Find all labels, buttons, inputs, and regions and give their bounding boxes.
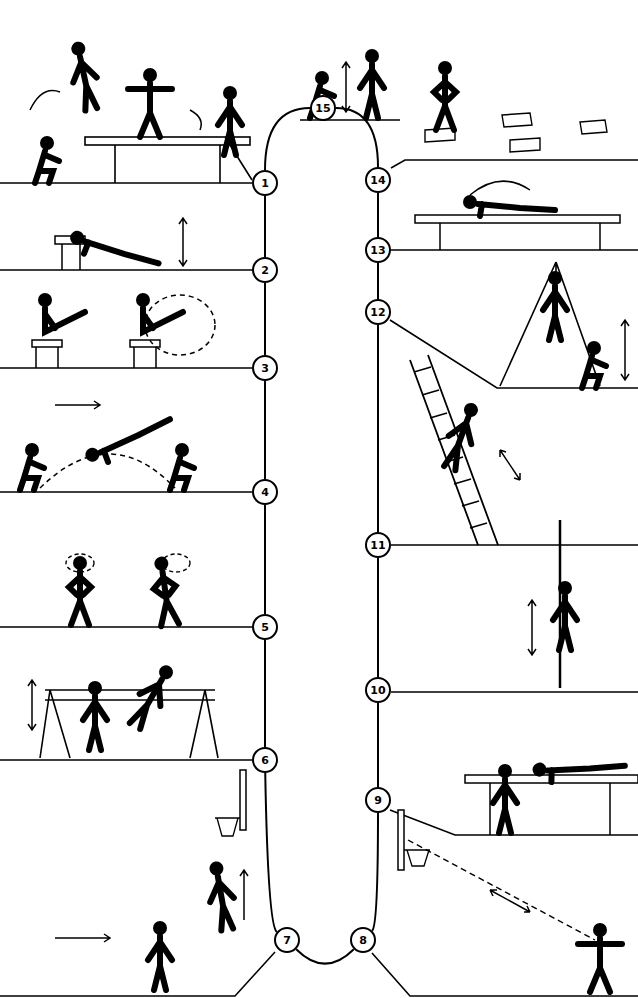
- track-segment: [377, 558, 379, 677]
- station-number: 5: [261, 622, 269, 633]
- station-circle: 1: [252, 170, 278, 196]
- station-circle: 11: [365, 532, 391, 558]
- track-segment: [377, 263, 379, 299]
- station-number: 11: [370, 540, 385, 551]
- station-number: 6: [261, 755, 269, 766]
- station-number: 13: [370, 245, 385, 256]
- track-segment: [264, 381, 266, 479]
- station-circle: 15: [310, 95, 336, 121]
- station-circle: 9: [365, 787, 391, 813]
- station-number: 14: [370, 175, 385, 186]
- station-number: 9: [374, 795, 382, 806]
- station-circle: 13: [365, 237, 391, 263]
- station-number: 12: [370, 307, 385, 318]
- station-number: 1: [261, 178, 269, 189]
- station-circle: 5: [252, 614, 278, 640]
- track-segment: [264, 640, 266, 747]
- station-circle: 7: [274, 927, 300, 953]
- track-segment: [265, 108, 310, 170]
- station-circle: 14: [365, 167, 391, 193]
- station-number: 4: [261, 487, 269, 498]
- track-segment: [264, 505, 266, 614]
- track-segment: [336, 108, 378, 167]
- track-segment: [265, 773, 277, 932]
- station-circle: 8: [350, 927, 376, 953]
- station-circle: 10: [365, 677, 391, 703]
- station-number: 8: [359, 935, 367, 946]
- track-segment: [372, 813, 378, 931]
- station-number: 2: [261, 265, 269, 276]
- station-circle: 3: [252, 355, 278, 381]
- track-segment: [264, 196, 266, 257]
- station-circle: 2: [252, 257, 278, 283]
- track-segment: [377, 703, 379, 787]
- track-segment: [377, 193, 379, 237]
- track-segment: [296, 949, 354, 963]
- station-circle: 12: [365, 299, 391, 325]
- track-segment: [264, 283, 266, 355]
- station-circle: 6: [252, 747, 278, 773]
- track-segment: [377, 325, 379, 532]
- station-number: 15: [315, 103, 330, 114]
- station-number: 10: [370, 685, 385, 696]
- station-number: 3: [261, 363, 269, 374]
- station-number: 7: [283, 935, 291, 946]
- station-circle: 4: [252, 479, 278, 505]
